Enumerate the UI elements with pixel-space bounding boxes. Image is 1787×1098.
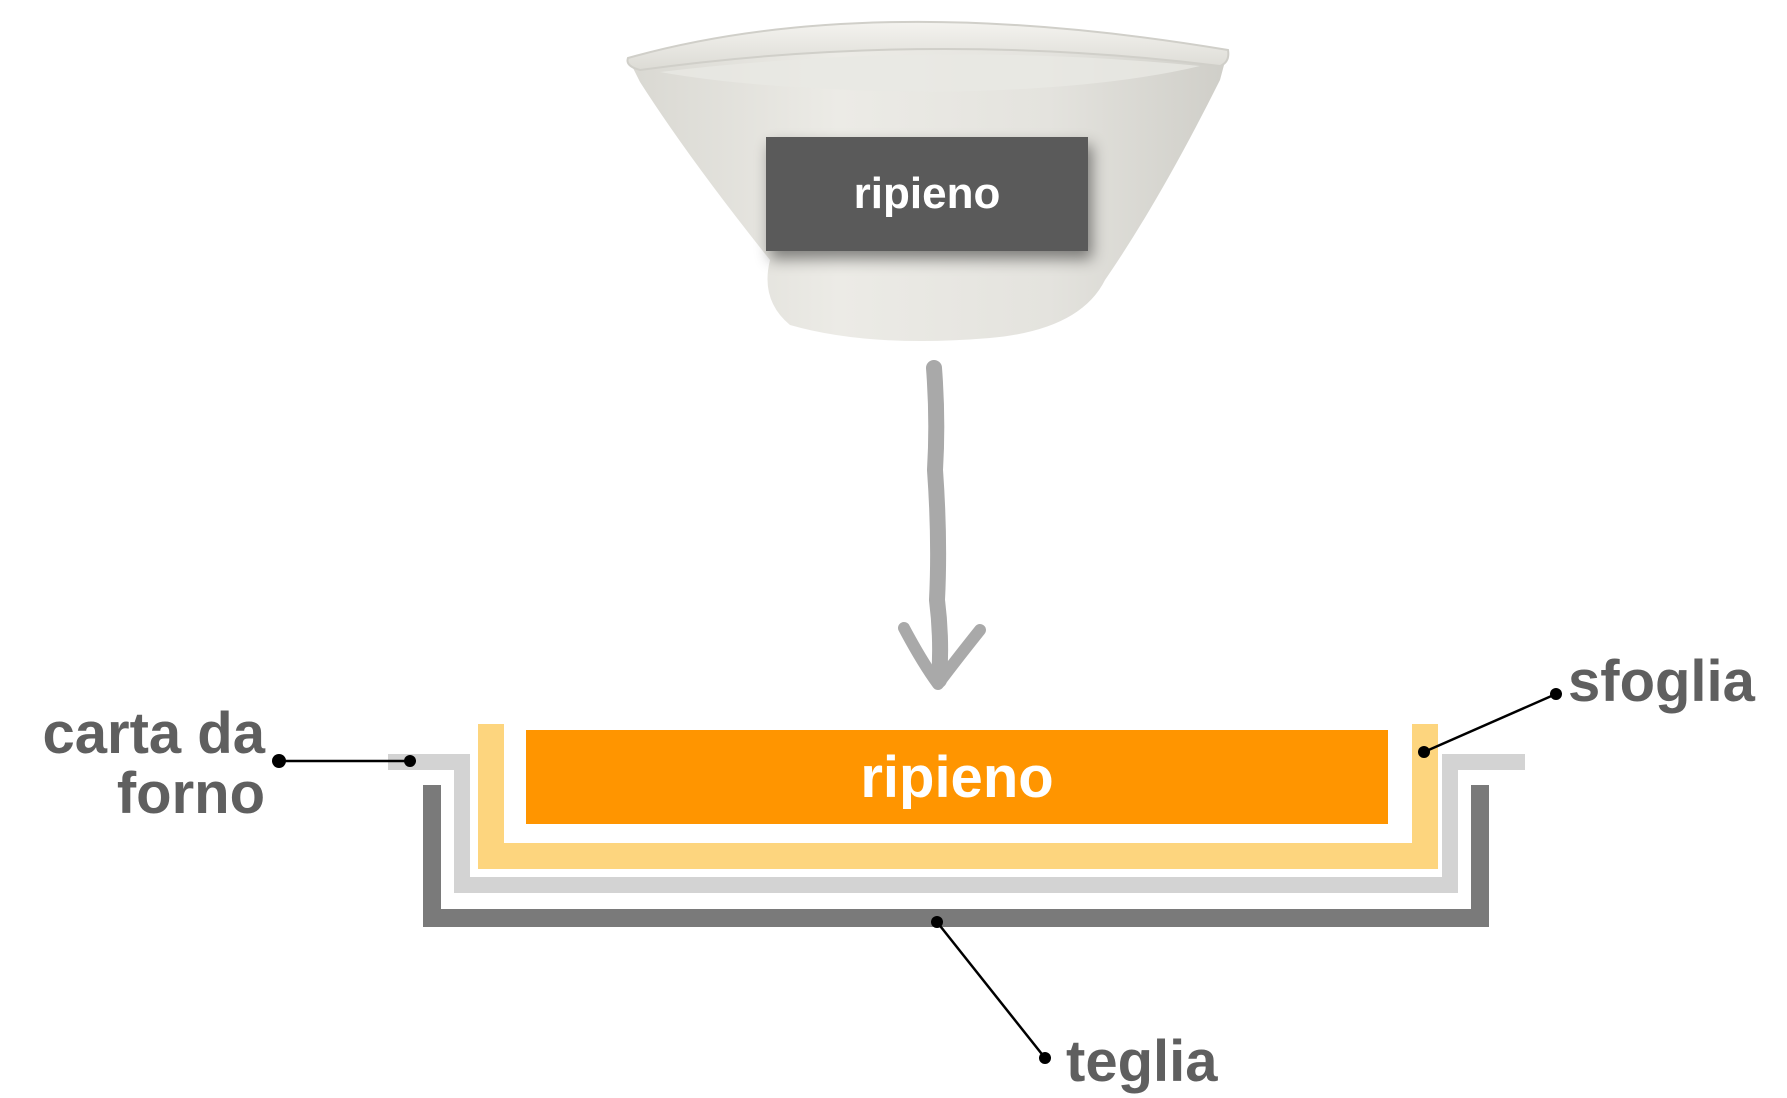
callout-teglia — [931, 916, 1051, 1064]
down-arrow-head — [898, 622, 986, 690]
bowl-label-box: ripieno — [766, 137, 1088, 251]
label-carta-da-forno: carta da forno — [0, 704, 265, 824]
label-carta-line1: carta da — [42, 701, 265, 766]
callout-teglia-dot-end — [1039, 1052, 1051, 1064]
label-sfoglia: sfoglia — [1568, 649, 1755, 714]
bowl-label: ripieno — [853, 169, 1001, 218]
callout-carta — [272, 754, 416, 768]
down-arrow — [898, 360, 986, 690]
callout-carta-dot-start — [272, 754, 286, 768]
pastry-shell — [478, 724, 1438, 869]
callout-sfoglia-dot-end — [1550, 688, 1562, 700]
label-carta-line2: forno — [116, 761, 265, 826]
callout-teglia-dot-start — [931, 916, 943, 928]
label-teglia: teglia — [1066, 1029, 1218, 1094]
filling-block — [526, 730, 1388, 824]
filling-label: ripieno — [860, 744, 1054, 810]
bowl-rim — [626, 20, 1230, 72]
down-arrow-shaft — [926, 360, 949, 688]
callout-sfoglia — [1418, 688, 1562, 758]
callout-carta-dot-end — [404, 755, 416, 767]
bowl-inner-shadow — [660, 54, 1200, 92]
baking-pan — [423, 785, 1489, 927]
callout-sfoglia-dot-start — [1418, 746, 1430, 758]
baking-paper — [388, 754, 1525, 893]
